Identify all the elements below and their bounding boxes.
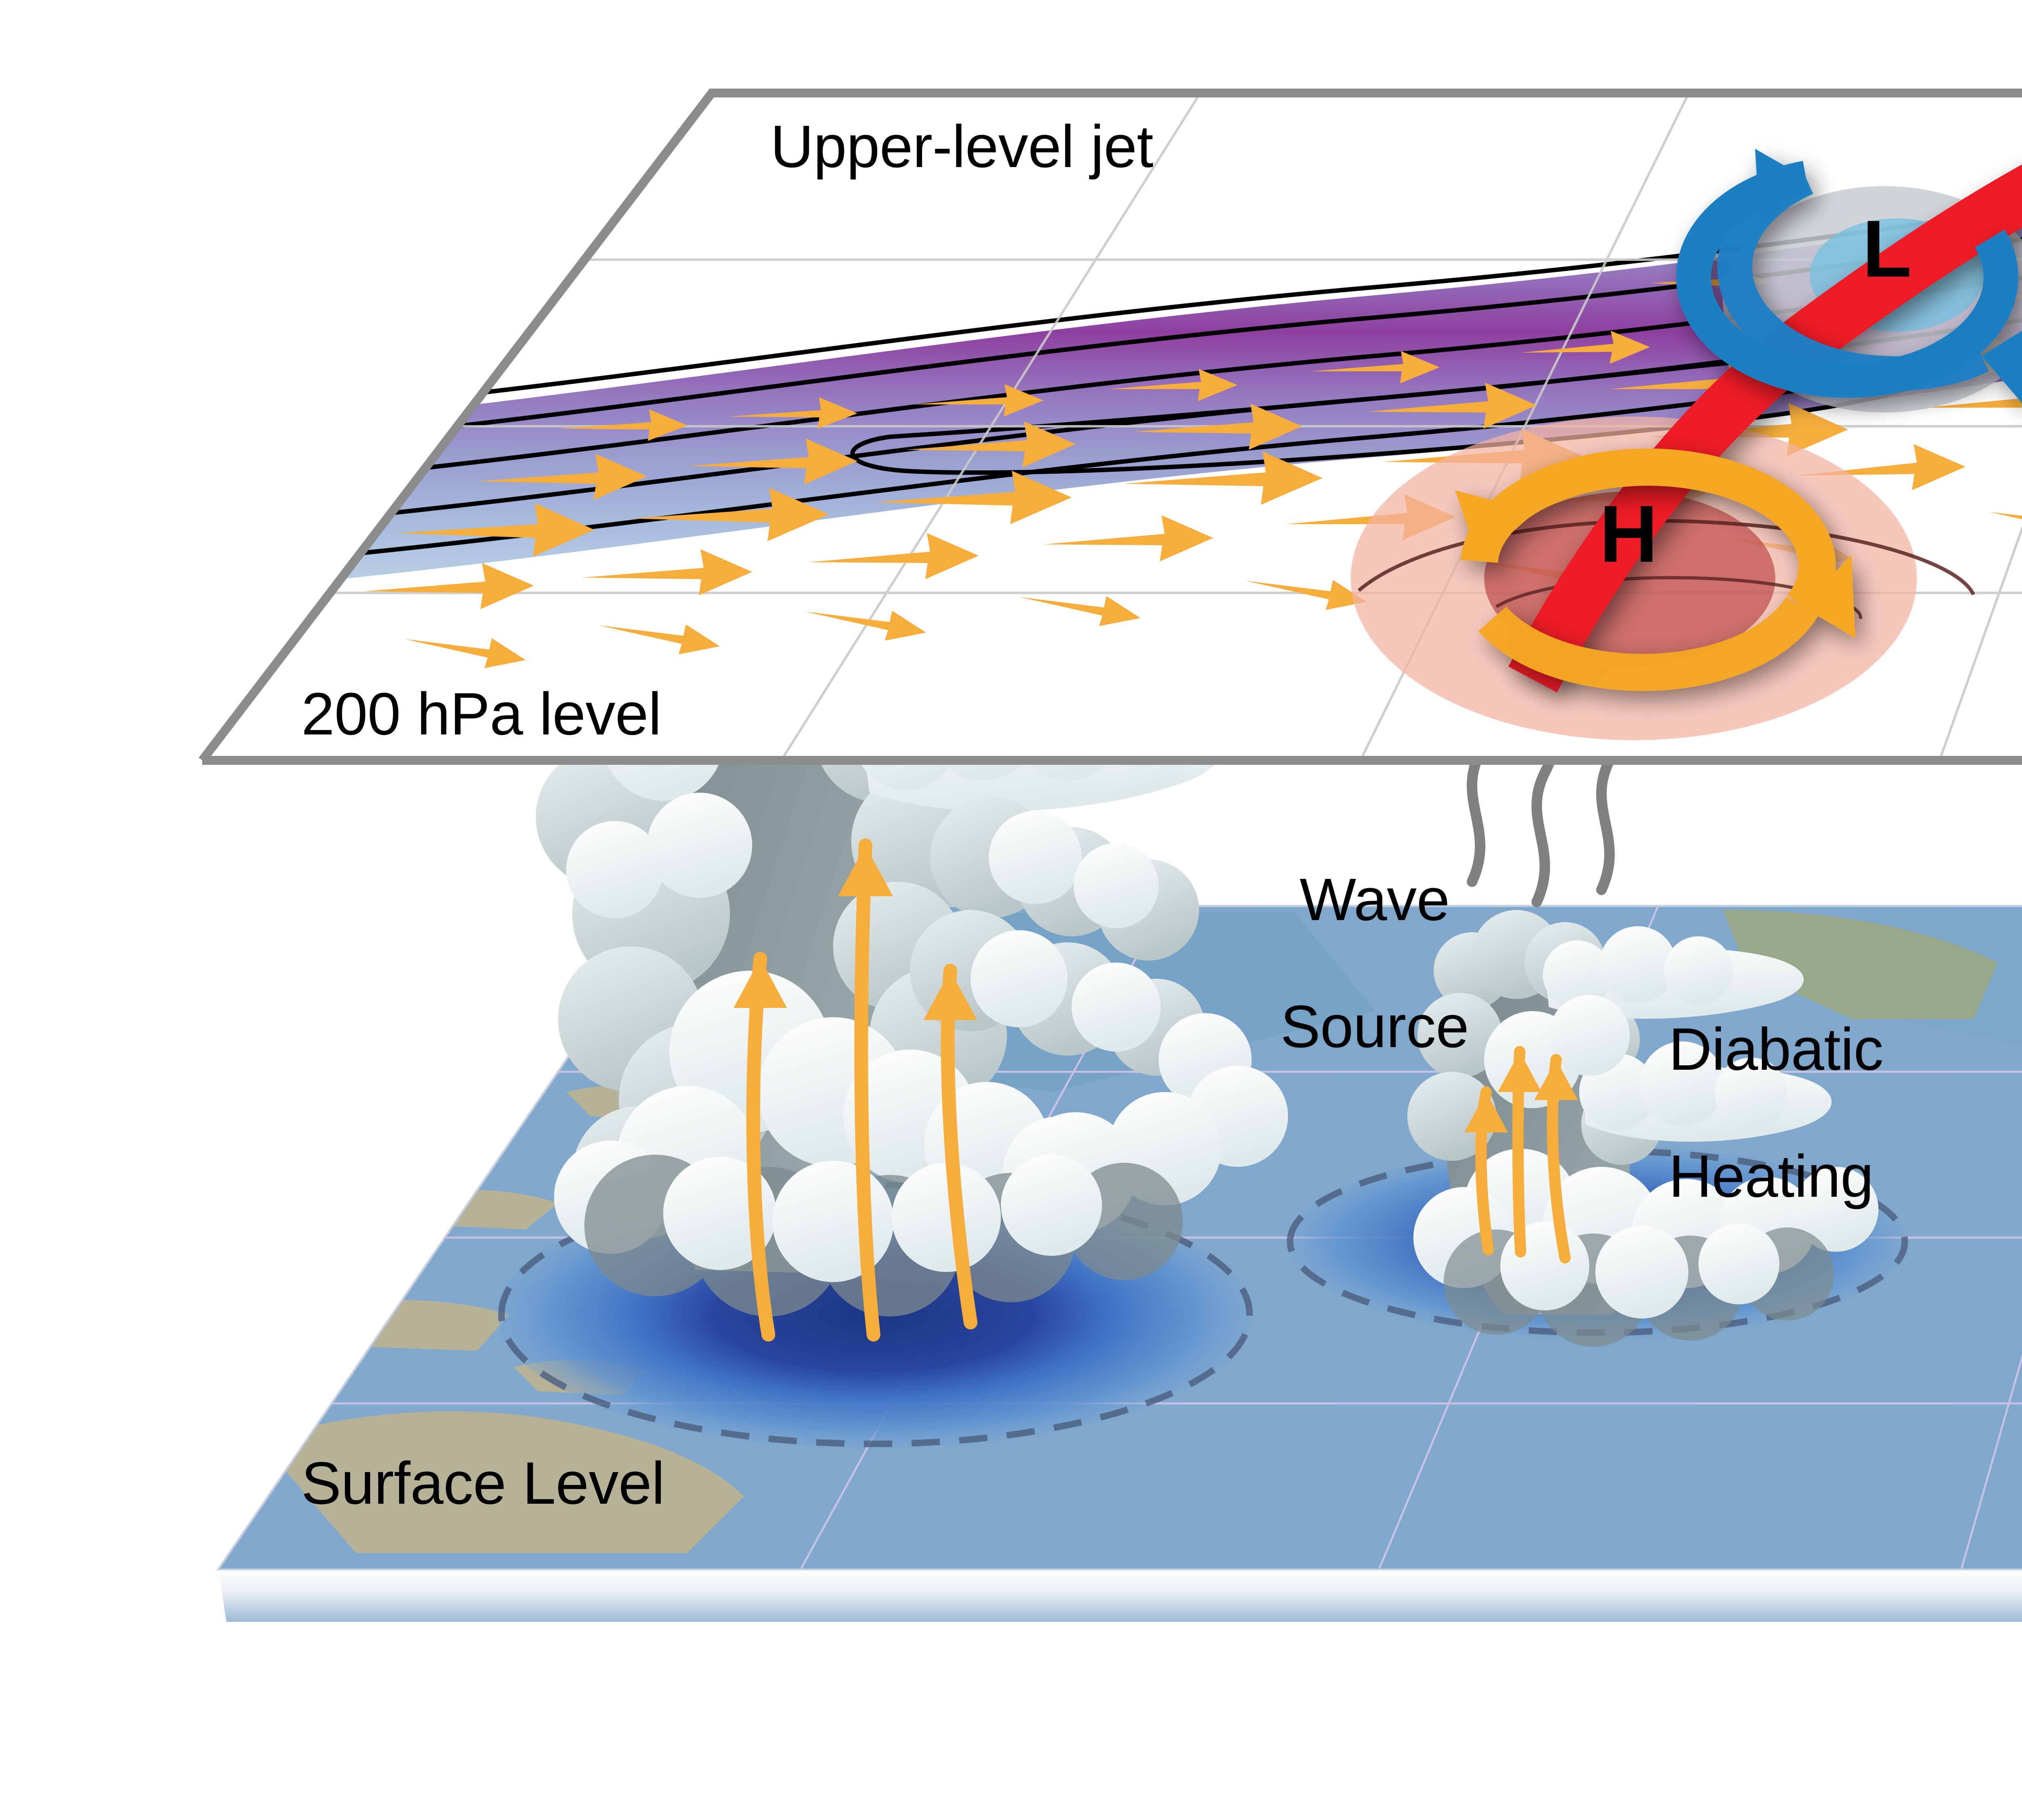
sst-cold-contour-left <box>498 1181 1253 1448</box>
wave-source-label: Wave Source <box>1248 805 1469 1059</box>
surface-plane-outline <box>216 905 2022 1570</box>
pressure-center-low: L <box>1862 204 1912 294</box>
cyclone-ring-center <box>1676 149 2022 403</box>
pressure-center-high-left: H <box>1599 489 1658 579</box>
wave-source-line-1: Wave <box>1299 866 1450 933</box>
ocean-shade-2 <box>1820 910 2022 1060</box>
upper-level-jet-label: Upper-level jet <box>770 113 1153 180</box>
surface-slab-front <box>218 1569 2022 1622</box>
level-200hpa-label: 200 hPa level <box>301 681 662 747</box>
wave-source-line-2: Source <box>1280 993 1469 1060</box>
diabatic-heating-label: Diabatic Heating <box>1636 954 1883 1208</box>
cloud-tower-center <box>1407 910 1878 1347</box>
landmasses-green <box>1723 910 1998 1019</box>
updraft-left-2 <box>854 838 880 1342</box>
anticyclone-ring-left <box>1455 448 1855 691</box>
diabatic-heating-line-2: Heating <box>1669 1143 1874 1210</box>
diabatic-heating-line-1: Diabatic <box>1669 1016 1883 1083</box>
warm-anomaly-left-contour <box>1358 519 1975 595</box>
updraft-left-1 <box>746 952 775 1342</box>
sst-cold-contour-center <box>1286 1147 1908 1336</box>
upper-plane-frame-left <box>199 89 2022 763</box>
surface-level-label: Surface Level <box>301 1450 665 1517</box>
